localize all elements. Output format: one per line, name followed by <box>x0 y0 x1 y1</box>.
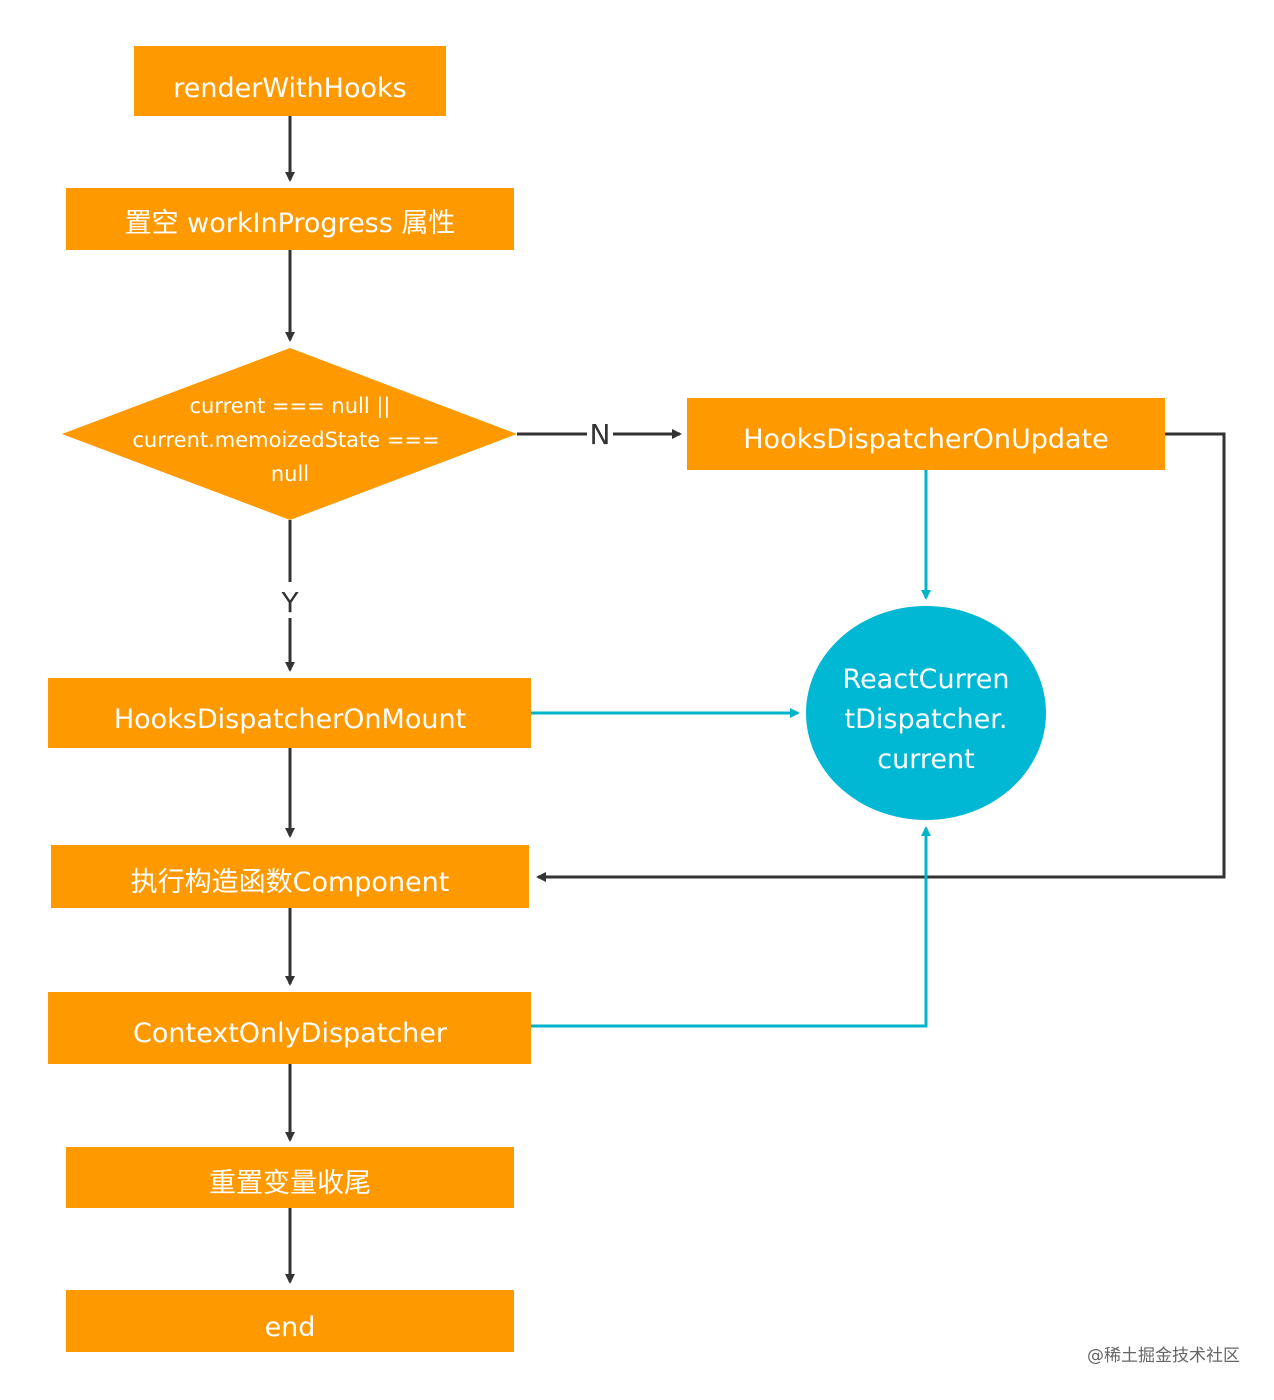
node-react-current-dispatcher-line-1: ReactCurren <box>843 664 1010 695</box>
node-render-with-hooks-label: renderWithHooks <box>173 73 406 104</box>
node-condition: current === null || current.memoizedStat… <box>62 348 517 520</box>
node-run-component: 执行构造函数Component <box>51 845 529 908</box>
node-clear-wip-label: 置空 workInProgress 属性 <box>125 208 456 239</box>
node-condition-line-2: current.memoizedState === <box>132 428 439 452</box>
edge-context-to-dispatcher <box>531 826 931 1028</box>
edges-dark <box>285 116 1226 1284</box>
node-render-with-hooks: renderWithHooks <box>134 46 446 116</box>
node-dispatcher-on-update-label: HooksDispatcherOnUpdate <box>743 424 1109 455</box>
node-end: end <box>66 1290 514 1352</box>
edge-label-no: N <box>590 418 611 451</box>
node-end-label: end <box>265 1312 316 1343</box>
edges-cyan <box>531 470 931 1028</box>
node-dispatcher-on-mount-label: HooksDispatcherOnMount <box>114 704 466 735</box>
edge-update-to-run <box>536 432 1226 882</box>
node-reset-vars: 重置变量收尾 <box>66 1147 514 1208</box>
node-condition-line-1: current === null || <box>189 394 390 419</box>
node-reset-vars-label: 重置变量收尾 <box>209 1168 371 1199</box>
node-context-only-dispatcher: ContextOnlyDispatcher <box>48 992 531 1064</box>
node-condition-line-3: null <box>271 462 309 486</box>
node-context-only-dispatcher-label: ContextOnlyDispatcher <box>133 1018 448 1049</box>
node-dispatcher-on-mount: HooksDispatcherOnMount <box>48 678 531 748</box>
node-clear-wip: 置空 workInProgress 属性 <box>66 188 514 250</box>
node-react-current-dispatcher: ReactCurren tDispatcher. current <box>806 606 1046 820</box>
node-react-current-dispatcher-line-3: current <box>877 744 974 775</box>
edge-label-yes: Y <box>280 586 299 619</box>
node-run-component-label: 执行构造函数Component <box>131 867 450 898</box>
node-dispatcher-on-update: HooksDispatcherOnUpdate <box>687 398 1165 470</box>
node-react-current-dispatcher-line-2: tDispatcher. <box>845 704 1008 735</box>
watermark: @稀土掘金技术社区 <box>1087 1346 1240 1366</box>
